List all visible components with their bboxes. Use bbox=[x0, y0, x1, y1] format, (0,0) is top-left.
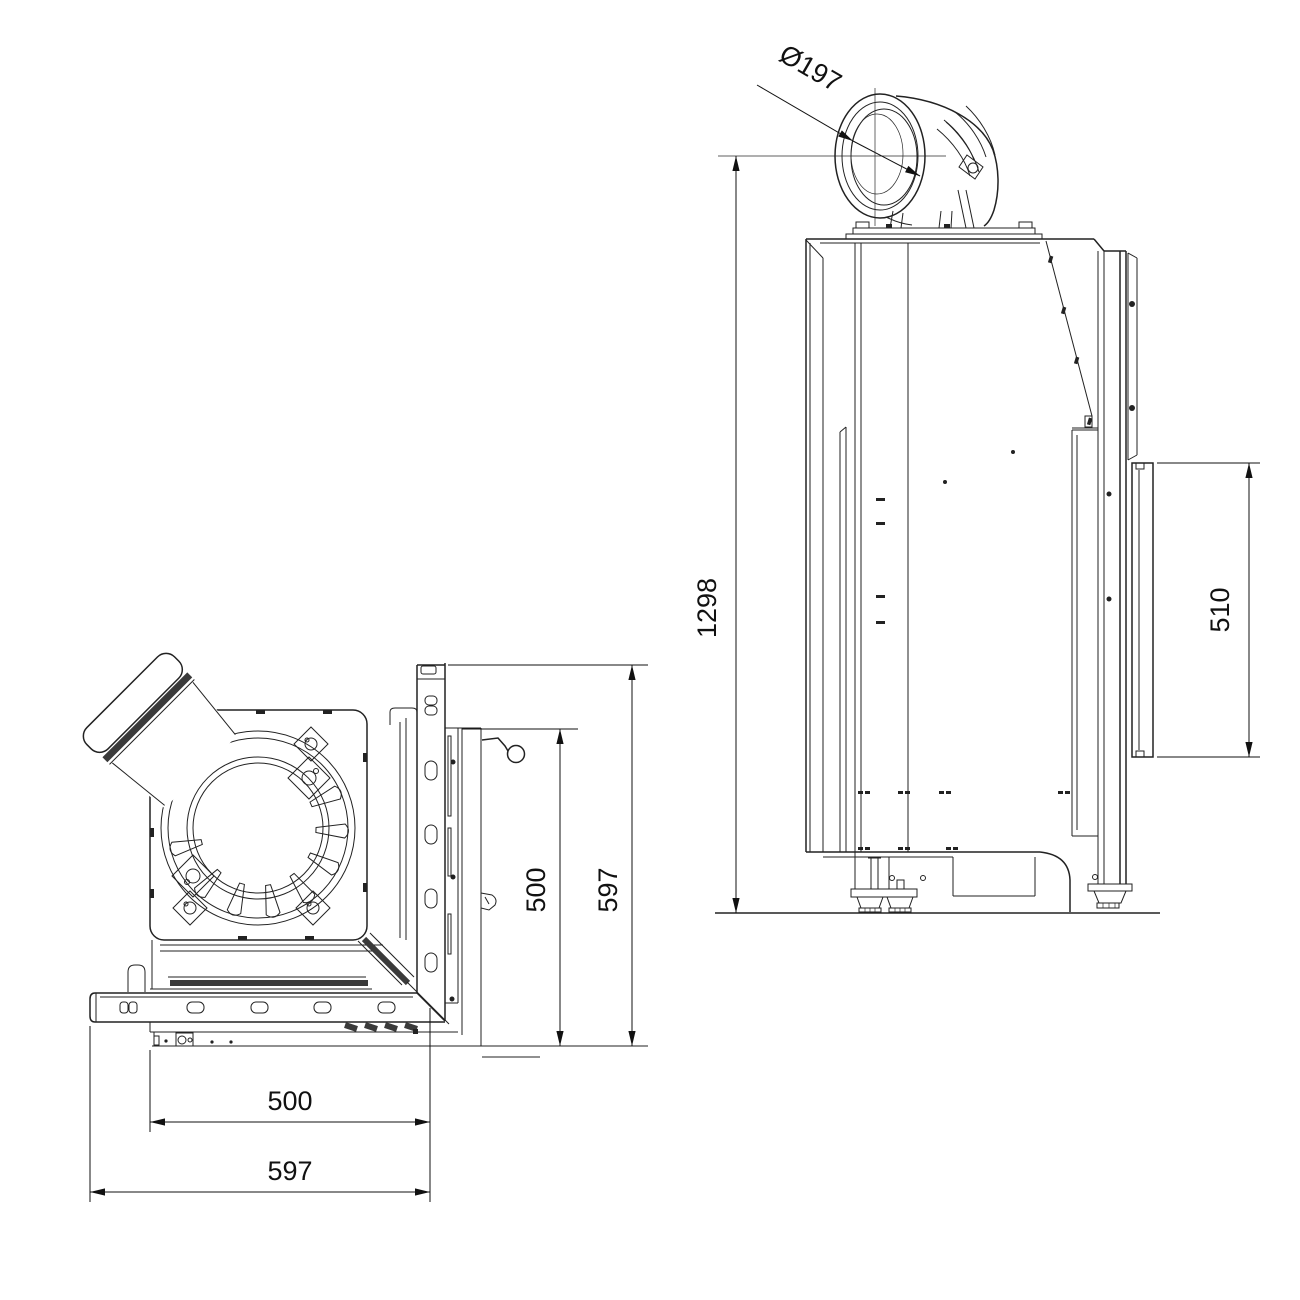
panel-tick-marks bbox=[858, 498, 1070, 850]
door-handle bbox=[481, 738, 525, 910]
plan-depth-inner-label: 500 bbox=[521, 867, 551, 912]
side-body bbox=[806, 239, 1126, 912]
glass-height-label: 510 bbox=[1205, 587, 1235, 632]
leveling-feet bbox=[715, 858, 1160, 913]
plan-width-overall-label: 597 bbox=[267, 1156, 312, 1186]
plan-depth-overall-label: 597 bbox=[593, 867, 623, 912]
mounting-rail-horizontal bbox=[90, 965, 648, 1046]
dim-glass-height: 510 bbox=[1157, 463, 1260, 757]
dim-flue-diameter: Ø197 bbox=[757, 39, 920, 176]
flue-elbow bbox=[718, 88, 1042, 239]
glass-corner bbox=[150, 708, 449, 1024]
plan-width-inner-label: 500 bbox=[267, 1086, 312, 1116]
flue-collar-ring bbox=[161, 731, 355, 925]
flue-diameter-label: Ø197 bbox=[774, 39, 846, 98]
flue-stub bbox=[78, 648, 237, 809]
plan-dimensions: 500 597 500 597 bbox=[90, 665, 648, 1202]
top-plate bbox=[150, 710, 367, 940]
collar-wedges bbox=[168, 785, 348, 919]
top-view: 500 597 500 597 bbox=[78, 648, 648, 1202]
mounting-rail-vertical bbox=[417, 663, 540, 1057]
collar-clamps bbox=[172, 757, 330, 897]
corner-lugs bbox=[173, 727, 330, 925]
front-glass-edge bbox=[1106, 253, 1154, 757]
side-view: Ø197 bbox=[692, 39, 1260, 913]
overall-height-label: 1298 bbox=[692, 578, 722, 638]
dim-overall-height: 1298 bbox=[692, 156, 740, 913]
